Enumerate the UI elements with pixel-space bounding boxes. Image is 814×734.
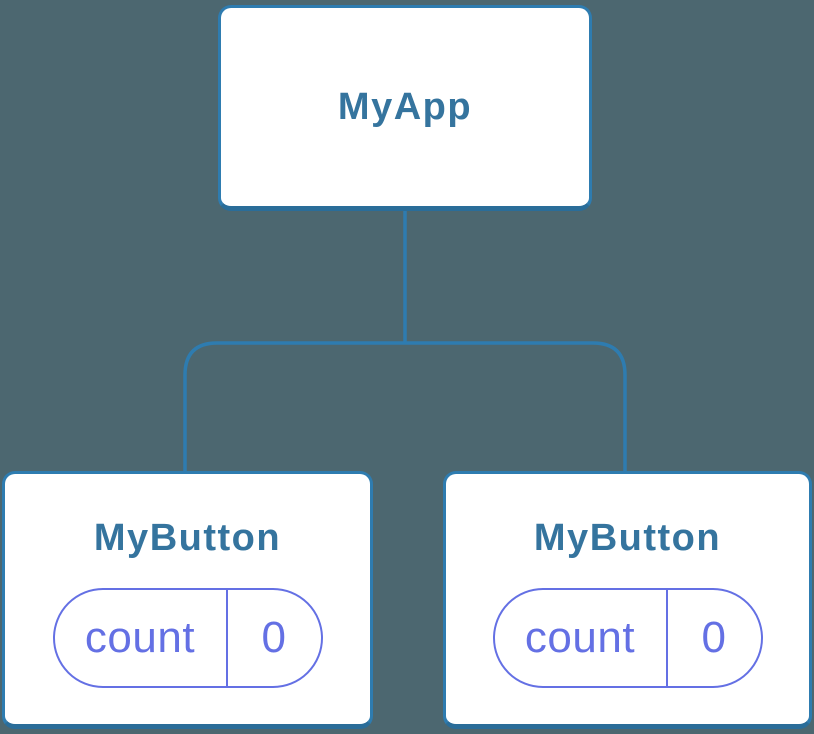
node-myapp: MyApp — [218, 5, 592, 211]
state-label-cell: count — [55, 590, 228, 686]
node-mybutton-left-title: MyButton — [93, 517, 282, 559]
branch-elbow-line — [183, 341, 627, 472]
node-mybutton-right: MyButton count 0 — [443, 471, 812, 729]
state-pill: count 0 — [492, 588, 763, 688]
state-label: count — [84, 613, 196, 662]
state-label: count — [524, 613, 636, 662]
node-mybutton-right-title: MyButton — [533, 517, 722, 559]
state-value: 0 — [701, 613, 727, 662]
state-value: 0 — [261, 613, 287, 662]
state-pill: count 0 — [52, 588, 323, 688]
node-myapp-title: MyApp — [337, 86, 473, 128]
state-value-cell: 0 — [668, 590, 761, 686]
state-value-cell: 0 — [228, 590, 321, 686]
state-label-cell: count — [495, 590, 668, 686]
node-mybutton-left: MyButton count 0 — [2, 471, 373, 729]
